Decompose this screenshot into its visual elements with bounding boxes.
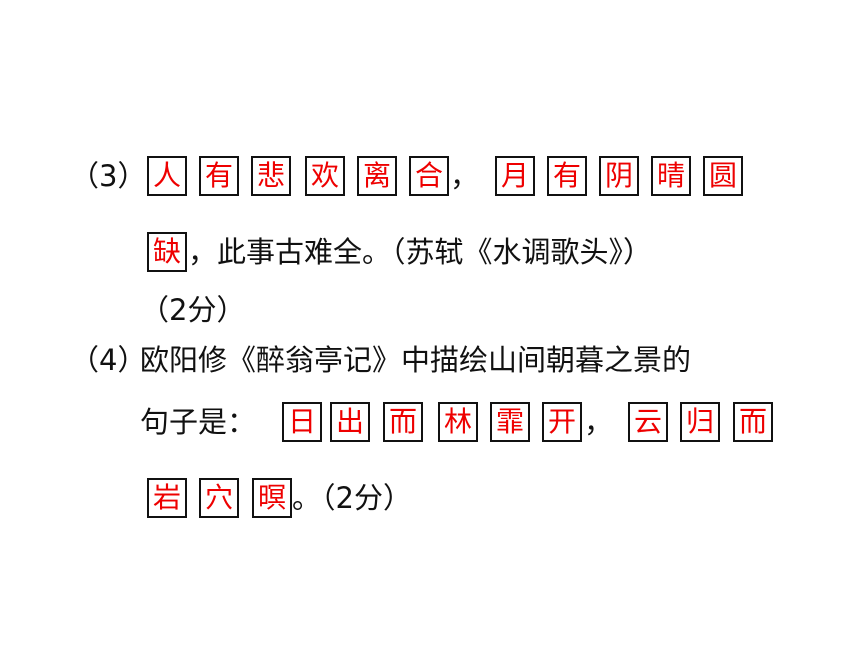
answer-box: 开 (542, 402, 582, 442)
q4-prompt: 欧阳修《醉翁亭记》中描绘山间朝暮之景的 (140, 343, 692, 377)
q3-score: （2分） (140, 293, 246, 327)
answer-box: 有 (199, 156, 239, 196)
answer-box: 晴 (651, 156, 691, 196)
answer-box: 欢 (305, 156, 345, 196)
q3-line-2: 缺 ，此事古难全。（苏轼《水调歌头》） (0, 232, 860, 272)
answer-box: 云 (628, 402, 668, 442)
answer-box: 岩 (147, 478, 187, 518)
q4-line-1: （4） 欧阳修《醉翁亭记》中描绘山间朝暮之景的 (0, 340, 860, 380)
q4-prompt-2: 句子是： (140, 405, 257, 439)
q3-line-1: （3） 人 有 悲 欢 离 合 ， 月 有 阴 晴 圆 (0, 156, 860, 196)
q4-line-2: 句子是： 日 出 而 林 霏 开 ， 云 归 而 (0, 402, 860, 442)
answer-box: 林 (438, 402, 478, 442)
answer-box: 霏 (490, 402, 530, 442)
answer-box: 而 (383, 402, 423, 442)
answer-box: 出 (330, 402, 370, 442)
q3-comma: ， (450, 159, 480, 193)
q4-comma: ， (584, 405, 614, 439)
q3-tail: ，此事古难全。（苏轼《水调歌头》） (188, 235, 653, 269)
answer-box: 穴 (199, 478, 239, 518)
answer-box: 悲 (251, 156, 291, 196)
answer-box: 离 (357, 156, 397, 196)
answer-box: 圆 (703, 156, 743, 196)
answer-box: 合 (409, 156, 449, 196)
answer-box: 有 (547, 156, 587, 196)
q4-line-3: 岩 穴 暝 。（2分） (0, 478, 860, 518)
q4-number: （4） (70, 343, 147, 377)
answer-box: 人 (147, 156, 187, 196)
answer-box: 月 (495, 156, 535, 196)
answer-box: 缺 (147, 232, 187, 272)
q4-score: 。（2分） (292, 481, 412, 515)
answer-box: 暝 (252, 478, 292, 518)
answer-box: 阴 (599, 156, 639, 196)
q3-number: （3） (70, 159, 147, 193)
answer-box: 归 (680, 402, 720, 442)
answer-box: 而 (733, 402, 773, 442)
q3-score-line: （2分） (0, 290, 860, 330)
answer-box: 日 (282, 402, 322, 442)
